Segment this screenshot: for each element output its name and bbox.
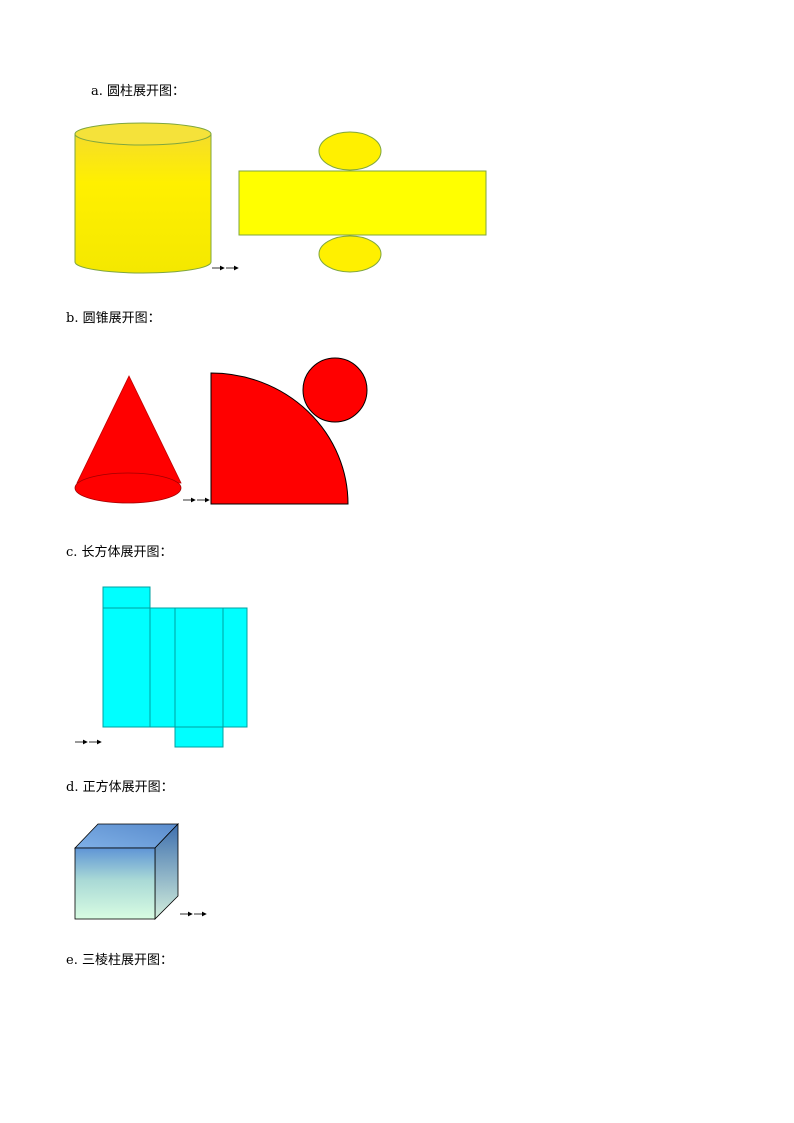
cylinder-3d	[74, 122, 212, 274]
cone-net	[210, 357, 368, 505]
cone-3d	[74, 375, 182, 504]
section-label-triangular-prism: e. 三棱柱展开图：	[66, 953, 173, 968]
cylinder-net	[238, 131, 487, 273]
cube-3d	[74, 823, 179, 920]
section-label-cylinder: a. 圆柱展开图：	[91, 84, 186, 99]
section-label-cone: b. 圆锥展开图：	[66, 311, 161, 326]
section-label-cube: d. 正方体展开图：	[66, 780, 174, 795]
section-label-cuboid: c. 长方体展开图：	[66, 545, 173, 560]
cuboid-net	[102, 586, 248, 748]
